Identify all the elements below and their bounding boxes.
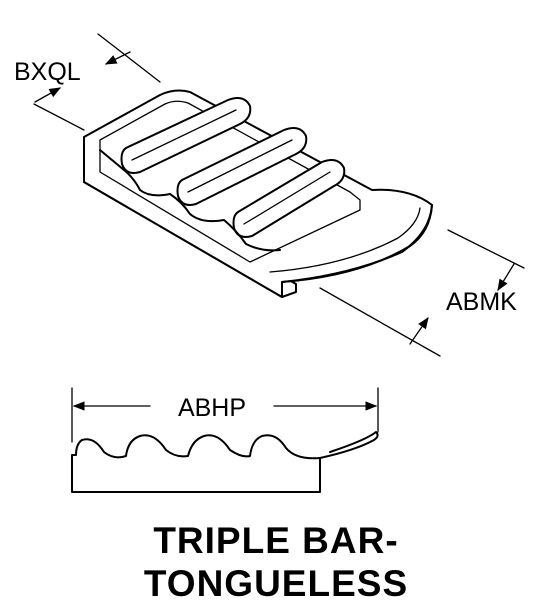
caption-line-2: TONGUELESS	[144, 563, 408, 604]
buckle-curved-lip	[281, 204, 433, 283]
dimension-abhp: ABHP	[72, 394, 378, 422]
buckle-isometric-view	[83, 89, 433, 298]
dimension-label-abhp: ABHP	[178, 394, 246, 422]
caption-line-1: TRIPLE BAR-	[153, 520, 398, 561]
side-profile-view	[71, 387, 379, 493]
bar-3	[232, 159, 346, 238]
dimension-label-bxql: BXQL	[14, 58, 81, 86]
bar-2	[176, 127, 308, 206]
buckle-wave-profile	[99, 149, 281, 252]
dimension-abmk: ABMK	[319, 229, 525, 357]
caption: TRIPLE BAR- TONGUELESS	[144, 520, 408, 604]
profile-body	[71, 434, 321, 493]
bar-1	[120, 97, 252, 174]
buckle-frame-rim	[99, 100, 361, 263]
dimension-bxql: BXQL	[14, 33, 161, 131]
dimension-label-abmk: ABMK	[446, 288, 517, 316]
profile-lip	[319, 431, 379, 459]
buckle-curved-lip-inner	[269, 207, 421, 273]
